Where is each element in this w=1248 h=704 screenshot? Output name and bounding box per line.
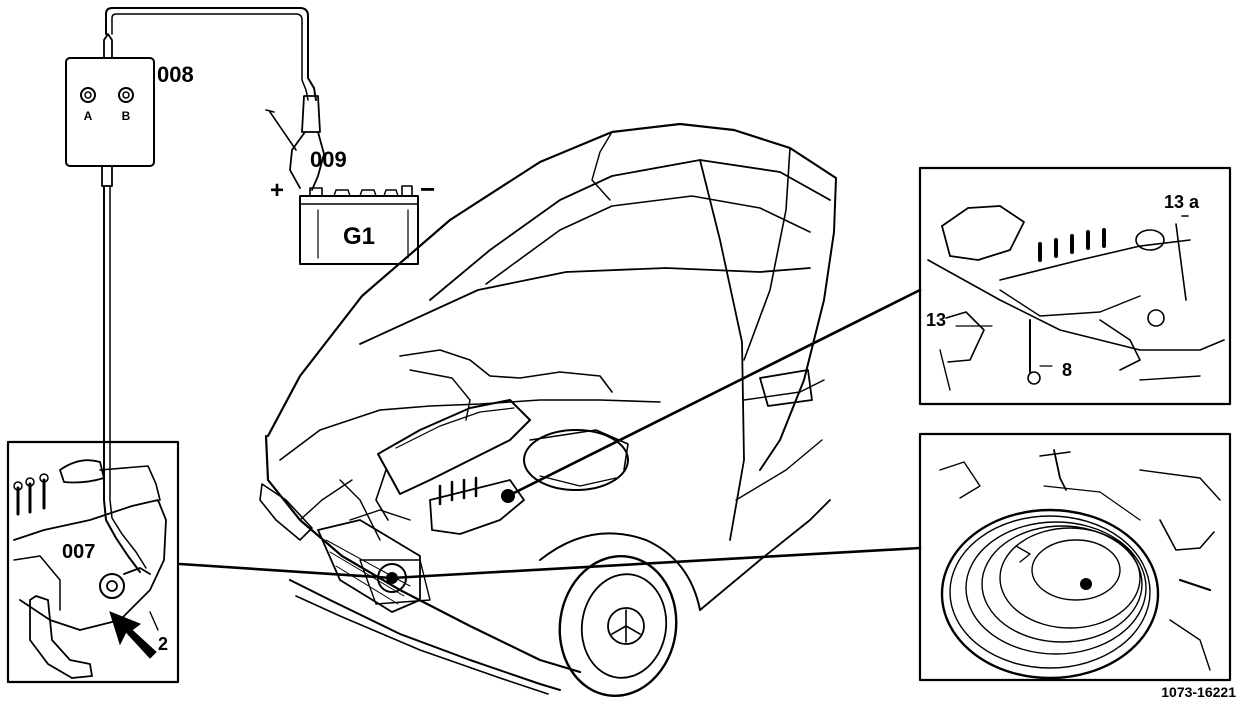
battery-g1 <box>299 185 419 265</box>
car <box>259 122 838 697</box>
inset-sensor <box>6 440 180 684</box>
plus-label: + <box>270 177 284 204</box>
battery-clip <box>265 95 325 191</box>
sensor-cable <box>103 185 147 573</box>
tester-label: 008 <box>157 62 194 87</box>
tester-unit <box>65 33 155 187</box>
minus-label: − <box>420 174 435 204</box>
battery-label: G1 <box>343 223 375 250</box>
pointer-lines <box>178 288 922 580</box>
inset-pulley <box>918 432 1232 682</box>
battery-cable <box>105 7 317 101</box>
figure-number: 1073-16221 <box>1161 684 1236 700</box>
part-8-label: 8 <box>1062 360 1072 380</box>
clip-label: 009 <box>310 147 347 172</box>
sensor-label: 007 <box>62 541 95 563</box>
inset-pump <box>918 166 1232 406</box>
socket-b-label: B <box>122 109 131 123</box>
part-13a-label: 13 a <box>1164 192 1200 212</box>
socket-a-label: A <box>84 109 93 123</box>
part-2-label: 2 <box>158 634 168 654</box>
part-13-label: 13 <box>926 310 946 330</box>
